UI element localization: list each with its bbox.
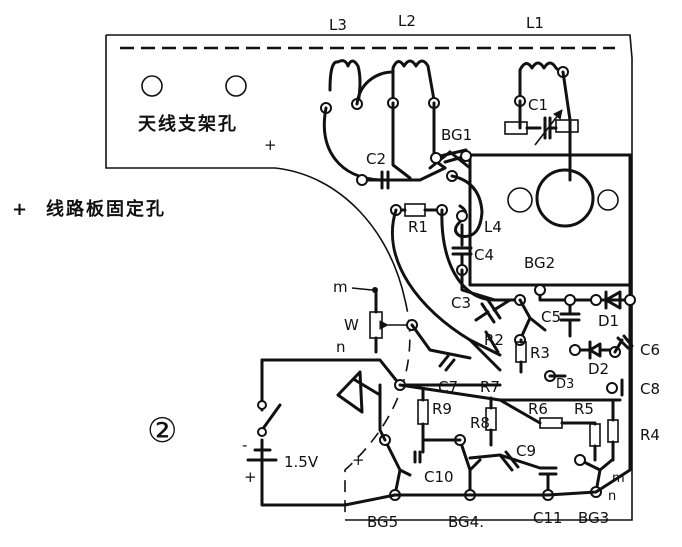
figure-number: ② (147, 411, 177, 451)
n-bottom-label: n (608, 489, 616, 504)
capacitor-c9-label: C9 (516, 442, 536, 460)
resistor-r5-label: R5 (574, 400, 594, 418)
capacitor-c8 (606, 378, 632, 397)
diode-d2 (569, 340, 621, 360)
resistor-r1 (390, 203, 448, 217)
capacitor-c3-label: C3 (451, 294, 471, 312)
capacitor-c1-label: C1 (528, 96, 548, 114)
transistor-bg5 (379, 434, 412, 501)
speaker-icon (336, 370, 382, 414)
n-top-label: n (336, 338, 346, 356)
resistor-r8 (485, 396, 497, 447)
resistor-r2 (468, 330, 502, 357)
transistor-bg4-label: BG4. (448, 513, 484, 531)
coil-l2 (387, 59, 440, 109)
board-outline (105, 34, 633, 521)
resistor-r4 (607, 398, 619, 462)
antenna-holes-label: 天线支架孔 (138, 113, 238, 135)
m-top-label: m (333, 278, 348, 296)
m-top-wire (351, 287, 373, 291)
capacitor-c7 (394, 354, 456, 391)
coil-l3 (320, 59, 363, 114)
wires-middle (390, 153, 634, 422)
battery (246, 448, 278, 482)
capacitor-c6 (613, 334, 634, 354)
transistor-bg5-label: BG5 (367, 513, 398, 531)
capacitor-c6-label: C6 (640, 341, 660, 359)
resistor-r9-label: R9 (432, 400, 452, 418)
inductor-l3-label: L3 (329, 16, 347, 34)
resistor-r3-label: R3 (530, 344, 550, 362)
capacitor-c10 (413, 438, 425, 464)
capacitor-c3 (474, 298, 512, 324)
resistor-r9 (417, 388, 429, 442)
resistor-r7-label: R7 (480, 378, 500, 396)
inductor-l1-label: L1 (526, 14, 544, 32)
potentiometer-w-label: W (344, 316, 359, 334)
capacitor-c8-label: C8 (640, 380, 660, 398)
plus-mark-label: + (352, 451, 365, 469)
diode-d3 (544, 370, 567, 382)
diode-d3-label: D3 (556, 377, 574, 392)
inductor-l4-label: L4 (484, 218, 502, 236)
antenna-plus-label: + (264, 136, 277, 154)
transistor-bg1-label: BG1 (441, 126, 472, 144)
battery-minus-label: - (242, 436, 247, 454)
battery-plus-label: + (244, 468, 257, 486)
transistor-bg2-label: BG2 (524, 254, 555, 272)
power-switch (257, 400, 282, 437)
transistor-bg1 (428, 148, 472, 182)
capacitor-c2-label: C2 (366, 150, 386, 168)
resistor-r6-label: R6 (528, 400, 548, 418)
capacitor-c5-label: C5 (541, 308, 561, 326)
resistor-r1-label: R1 (408, 218, 428, 236)
inductor-l2-label: L2 (398, 12, 416, 30)
capacitor-c1 (504, 109, 579, 146)
resistor-r6 (498, 398, 582, 429)
resistor-r3 (515, 338, 527, 374)
transistor-bg3-label: BG3 (578, 509, 609, 527)
capacitor-c5 (559, 294, 581, 338)
diode-d1 (590, 290, 636, 310)
capacitor-c4-label: C4 (474, 246, 494, 264)
resistor-r5 (578, 421, 601, 462)
figure-number-label: ② (147, 411, 177, 451)
capacitor-c10-label: C10 (424, 468, 454, 486)
coil-l4 (450, 174, 484, 238)
board-holes-label: 线路板固定孔 (46, 198, 166, 220)
capacitor-c2 (356, 170, 402, 190)
wires-bottom (343, 383, 632, 507)
board-plus-label: + (12, 199, 29, 220)
diode-d2-label: D2 (588, 360, 609, 378)
antenna-holes (141, 75, 247, 97)
antenna-hole-left (141, 75, 163, 97)
resistor-r4-label: R4 (640, 426, 660, 444)
diode-d1-label: D1 (598, 312, 619, 330)
capacitor-c11-label: C11 (533, 509, 563, 527)
battery-voltage-label: 1.5V (284, 453, 319, 471)
antenna-hole-right (225, 75, 247, 97)
transistor-bg4 (454, 434, 482, 501)
resistor-r8-label: R8 (470, 414, 490, 432)
